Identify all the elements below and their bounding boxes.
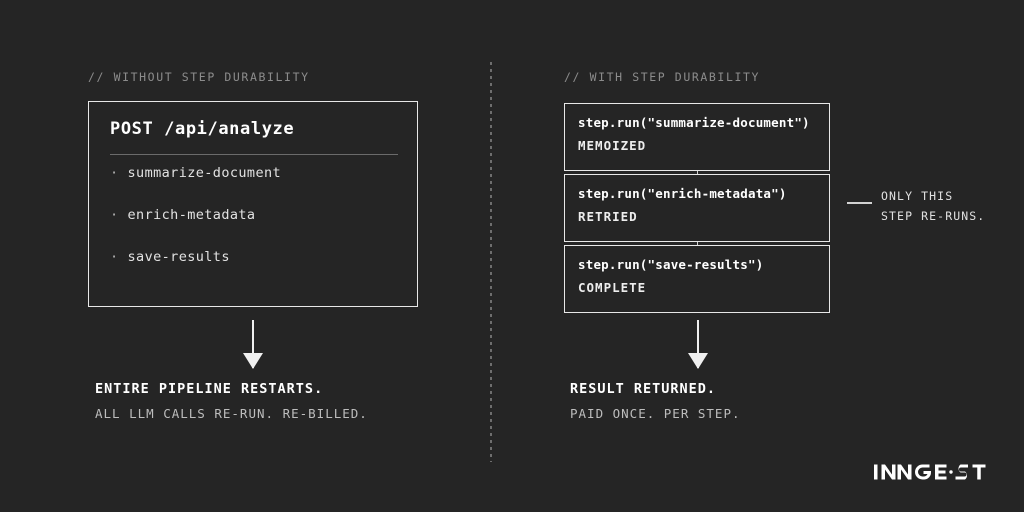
request-box: POST /api/analyze · summarize-document · e… [88,101,418,307]
step-code-label: step.run("summarize-document") [578,115,810,130]
right-caption-line2: PAID ONCE. PER STEP. [570,406,741,421]
annotation-line1: ONLY THIS [881,189,954,203]
left-caption: ENTIRE PIPELINE RESTARTS. ALL LLM CALLS … [95,381,368,421]
dotted-vertical-divider [490,62,492,462]
step-status-badge: RETRIED [578,209,638,224]
step-code-label: step.run("enrich-metadata") [578,186,787,201]
annotation-line2: STEP RE-RUNS. [881,209,986,223]
request-step-label: enrich-metadata [127,207,256,223]
right-caption-line1: RESULT RETURNED. [570,381,717,397]
inngest-logo [874,458,998,486]
right-caption: RESULT RETURNED. PAID ONCE. PER STEP. [570,381,741,421]
bullet-icon: · [110,249,119,265]
request-divider-rule [110,154,398,155]
request-step-item: · summarize-document [110,165,281,181]
down-arrow-icon [241,320,265,369]
step-card: step.run("enrich-metadata") RETRIED [564,174,830,242]
annotation-leader-line [847,202,872,204]
arrow-head [243,353,263,369]
annotation-text: ONLY THIS STEP RE-RUNS. [881,186,985,226]
request-step-label: save-results [127,249,230,265]
request-step-item: · enrich-metadata [110,207,255,223]
bullet-icon: · [110,165,119,181]
arrow-head [688,353,708,369]
step-card: step.run("save-results") COMPLETE [564,245,830,313]
down-arrow-icon [686,320,710,369]
request-step-label: summarize-document [127,165,282,181]
step-card: step.run("summarize-document") MEMOIZED [564,103,830,171]
bullet-icon: · [110,207,119,223]
step-code-label: step.run("save-results") [578,257,764,272]
left-caption-line2: ALL LLM CALLS RE-RUN. RE-BILLED. [95,406,368,421]
arrow-shaft [252,320,254,368]
right-column-label: // WITH STEP DURABILITY [564,70,761,84]
request-method-path: POST /api/analyze [110,119,295,139]
left-caption-line1: ENTIRE PIPELINE RESTARTS. [95,381,324,397]
request-step-item: · save-results [110,249,230,265]
step-status-badge: COMPLETE [578,280,647,295]
step-status-badge: MEMOIZED [578,138,647,153]
left-column-label: // WITHOUT STEP DURABILITY [88,70,310,84]
arrow-shaft [697,320,699,368]
